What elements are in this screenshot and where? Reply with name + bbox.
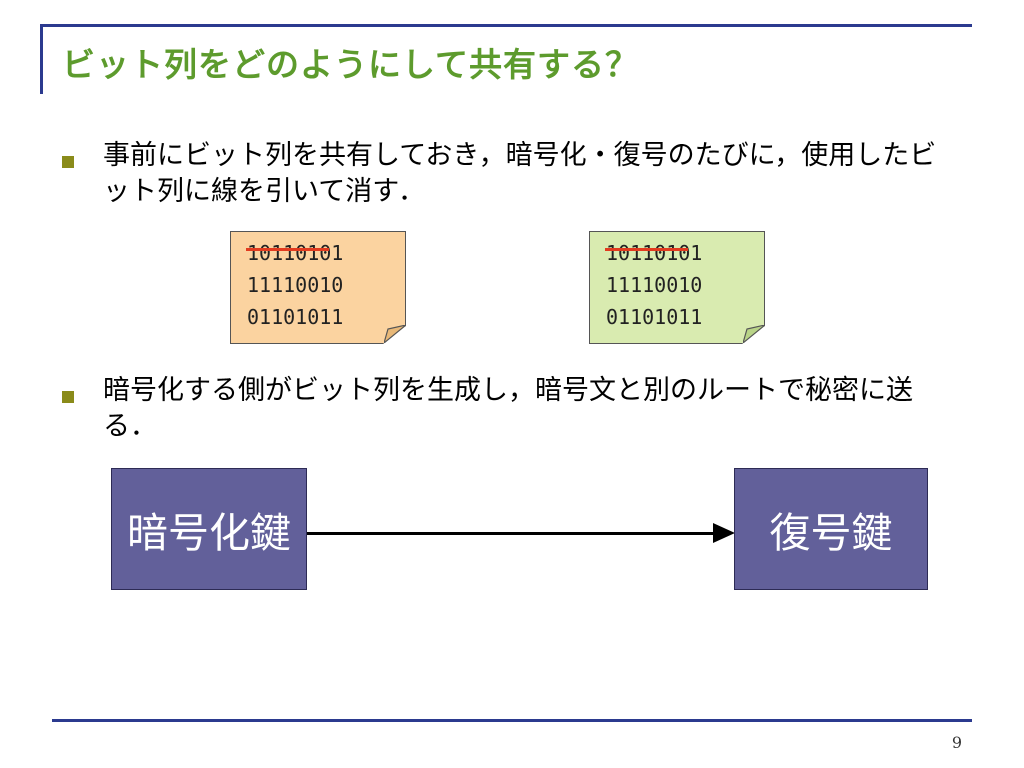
slide-title: ビット列をどのようにして共有する？	[62, 45, 640, 84]
bullet-item-2: 暗号化する側がビット列を生成し，暗号文と別のルートで秘密に送る．	[62, 373, 963, 445]
decryption-key-box: 復号鍵	[734, 468, 928, 590]
encryption-key-box: 暗号化鍵	[111, 468, 307, 590]
bullet-square-icon	[62, 156, 74, 168]
arrow-head-icon	[713, 523, 735, 543]
bit-line: 11110010	[606, 273, 703, 297]
bit-line: 11110010	[247, 273, 344, 297]
bullet-square-icon	[62, 391, 74, 403]
encryption-key-label: 暗号化鍵	[127, 509, 291, 557]
decryption-key-label: 復号鍵	[769, 509, 893, 557]
bit-line: 01101011	[606, 305, 703, 329]
bottom-rule	[52, 719, 972, 722]
bit-line: 10110101	[606, 241, 703, 265]
strike-through-line	[246, 248, 329, 251]
page-fold-icon	[384, 325, 406, 343]
bullet-text-2: 暗号化する側がビット列を生成し，暗号文と別のルートで秘密に送る．	[103, 375, 913, 442]
bullet-item-1: 事前にビット列を共有しておき，暗号化・復号のたびに，使用したビット列に線を引いて…	[62, 138, 963, 210]
strike-through-line	[605, 248, 688, 251]
title-accent-bar	[40, 24, 43, 94]
top-rule	[40, 24, 972, 27]
arrow-line	[307, 532, 717, 535]
page-number: 9	[951, 733, 962, 752]
bit-line: 01101011	[247, 305, 344, 329]
bullet-text-1: 事前にビット列を共有しておき，暗号化・復号のたびに，使用したビット列に線を引いて…	[103, 140, 937, 207]
page-fold-icon	[743, 325, 765, 343]
bit-line: 10110101	[247, 241, 344, 265]
